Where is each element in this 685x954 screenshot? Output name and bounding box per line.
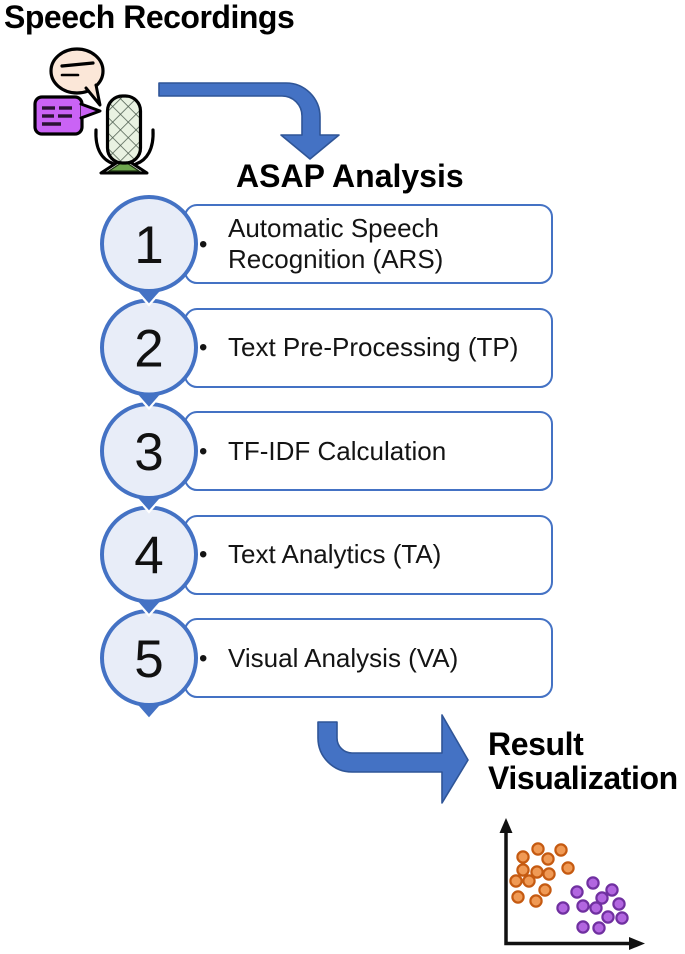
step-text-line: Automatic Speech — [228, 213, 440, 243]
step-text-line: Visual Analysis (VA) — [228, 642, 459, 673]
bullet-icon: • — [199, 644, 208, 672]
step-text-line: TF-IDF Calculation — [228, 435, 447, 466]
step-box-5: • Visual Analysis (VA) — [184, 618, 553, 698]
bullet-icon: • — [199, 437, 208, 465]
step-text-line: Recognition (ARS) — [228, 244, 444, 274]
asap-analysis-heading: ASAP Analysis — [236, 158, 464, 194]
step-box-4: • Text Analytics (TA) — [184, 514, 553, 595]
result-heading-line: Result — [488, 726, 584, 762]
step-box-3: • TF-IDF Calculation — [184, 411, 553, 491]
step-box-2: • Text Pre-Processing (TP) — [184, 307, 553, 388]
page-title: Speech Recordings — [4, 0, 295, 35]
step-text-line: Text Pre-Processing (TP) — [228, 332, 519, 362]
result-heading-line: Visualization — [488, 760, 678, 796]
result-visualization-heading: Result Visualization — [488, 727, 678, 795]
step-text-line: Text Analytics (TA) — [228, 539, 442, 569]
bullet-icon: • — [199, 230, 208, 258]
bullet-icon: • — [199, 334, 208, 361]
bullet-icon: • — [199, 541, 208, 568]
